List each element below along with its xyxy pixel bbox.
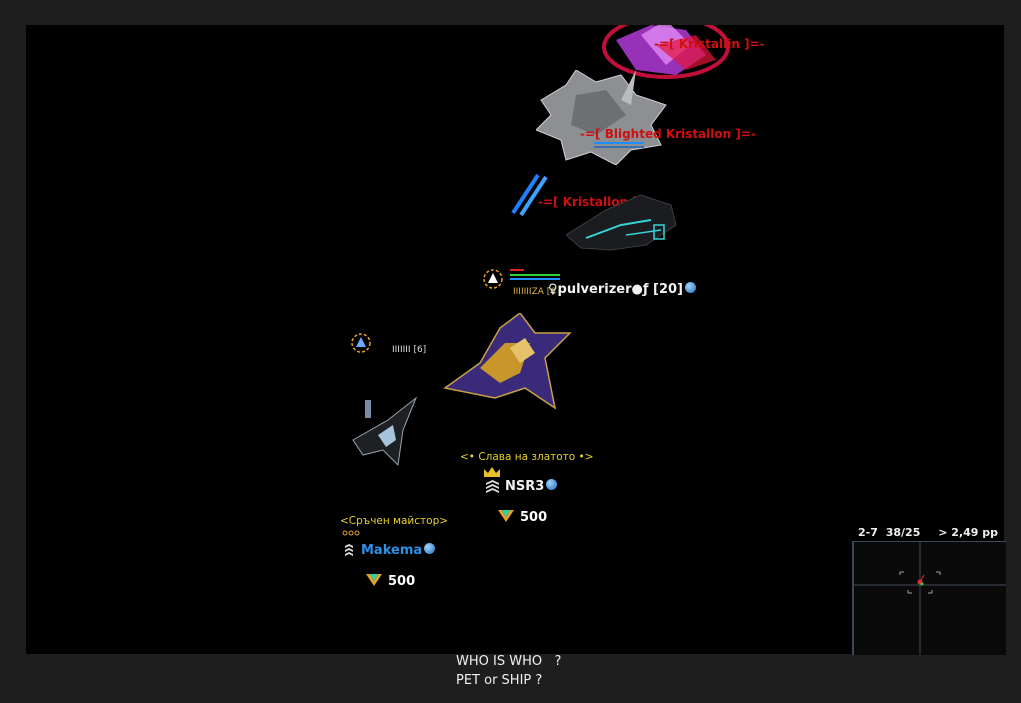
blighted-shield-bar [594,146,644,148]
pulverizer-ship[interactable] [566,190,681,255]
pulverizer-rank-icon [483,269,503,289]
makema-badge-icon [342,530,360,536]
caption-line2: PET or SHIP ? [456,673,543,688]
blighted-kristallon-npc[interactable] [536,70,671,165]
makema-emblem-icon [366,574,382,586]
blighted-health-bar [594,142,644,144]
laser-beams [511,173,548,217]
pulverizer-name-text: ♀pulverizer●ƒ [20] [548,282,683,297]
caption: WHO IS WHO ? PET or SHIP ? [456,652,561,690]
minimap-extra: > 2,49 pp [938,526,998,539]
minimap-coords: 38/25 [885,526,921,539]
minimap-hud: 2-7 38/25 > 2,49 pp [858,526,998,539]
nsr3-clan: <• Слава на златото •> [460,451,594,463]
pet-rank-icon [351,333,371,353]
nsr3-emblem-icon [498,510,514,522]
makema-clan: <Сръчен майстор> [340,515,449,527]
makema-name-text: Makema [361,543,423,558]
pulverizer-health-bar [510,274,560,276]
globe-icon [424,543,436,554]
pulverizer-tag: IIIIIIIZA [6 [513,287,557,297]
minimap-sector: 2-7 [858,526,878,539]
makema-ship[interactable] [348,395,418,470]
minimap[interactable] [852,541,1006,655]
kristallin-name: -=[ Kristallin ]=- [654,37,765,51]
caption-line1: WHO IS WHO ? [456,654,562,669]
minimap-grid [854,542,1006,655]
kristallin-npc[interactable] [596,25,756,85]
blighted-kristallon-name: -=[ Blighted Kristallon ]=- [580,127,756,141]
game-viewport[interactable]: -=[ Kristallin ]=- -=[ Blighted Kristall… [26,25,1004,654]
pulverizer-status-dots [510,269,524,271]
makema-rank-icon [345,544,353,556]
globe-icon [685,282,696,293]
pulverizer-shield-bar [510,278,560,280]
makema-score: 500 [388,574,416,589]
nsr3-rank-icon [486,480,499,493]
nsr3-ship[interactable] [440,313,575,413]
pulverizer-name: ♀pulverizer●ƒ [20] [548,282,696,297]
nsr3-name-text: NSR3 [505,479,545,494]
pet-tag: IIIIIII [6] [392,345,427,355]
makema-name: Makema [361,543,436,558]
globe-icon [546,479,558,490]
crown-icon [484,467,500,477]
nsr3-name: NSR3 [505,479,558,494]
nsr3-score: 500 [520,510,548,525]
